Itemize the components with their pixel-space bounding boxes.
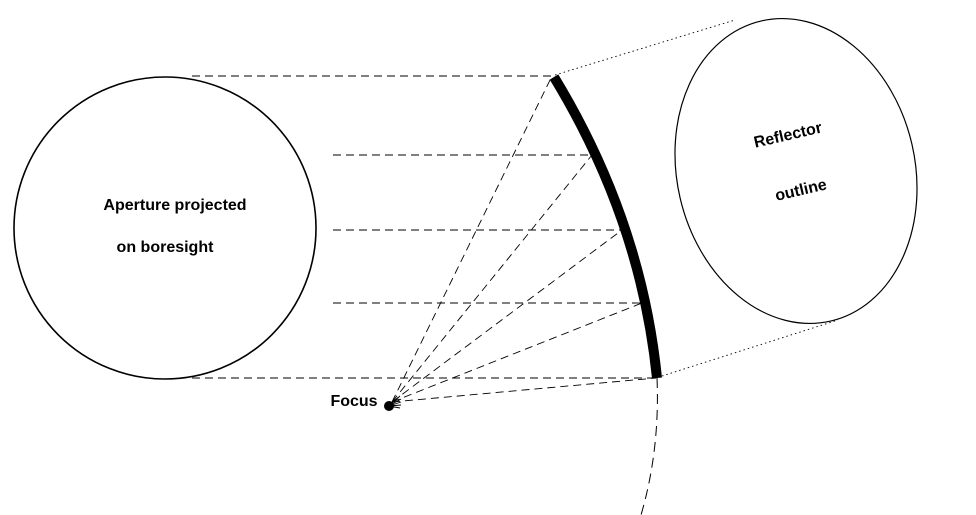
focus-point	[384, 401, 394, 411]
focus-label: Focus	[330, 393, 377, 410]
aperture-label-line1: Aperture projected	[103, 197, 246, 214]
parent-parabola-extension	[640, 377, 658, 515]
outline-projection-lines	[554, 19, 839, 377]
reflector-outline-ellipse	[674, 17, 918, 325]
focus-ray-lines	[391, 75, 657, 403]
outline-projection-top	[554, 19, 736, 76]
focus-ray-2	[391, 154, 593, 403]
focus-ray-5	[391, 377, 657, 403]
parallel-ray-lines	[192, 75, 656, 379]
outline-projection-bottom	[661, 319, 839, 377]
reflector-arc	[549, 74, 662, 379]
focus-ray-4	[391, 302, 643, 403]
aperture-circle	[13, 76, 317, 380]
reflector-label-line2: outline	[774, 176, 829, 204]
focus-ray-1	[391, 75, 553, 403]
focus-ray-3	[391, 229, 623, 403]
reflector-label-line1: Reflector	[752, 120, 823, 152]
aperture-label-line2: on boresight	[117, 239, 215, 256]
